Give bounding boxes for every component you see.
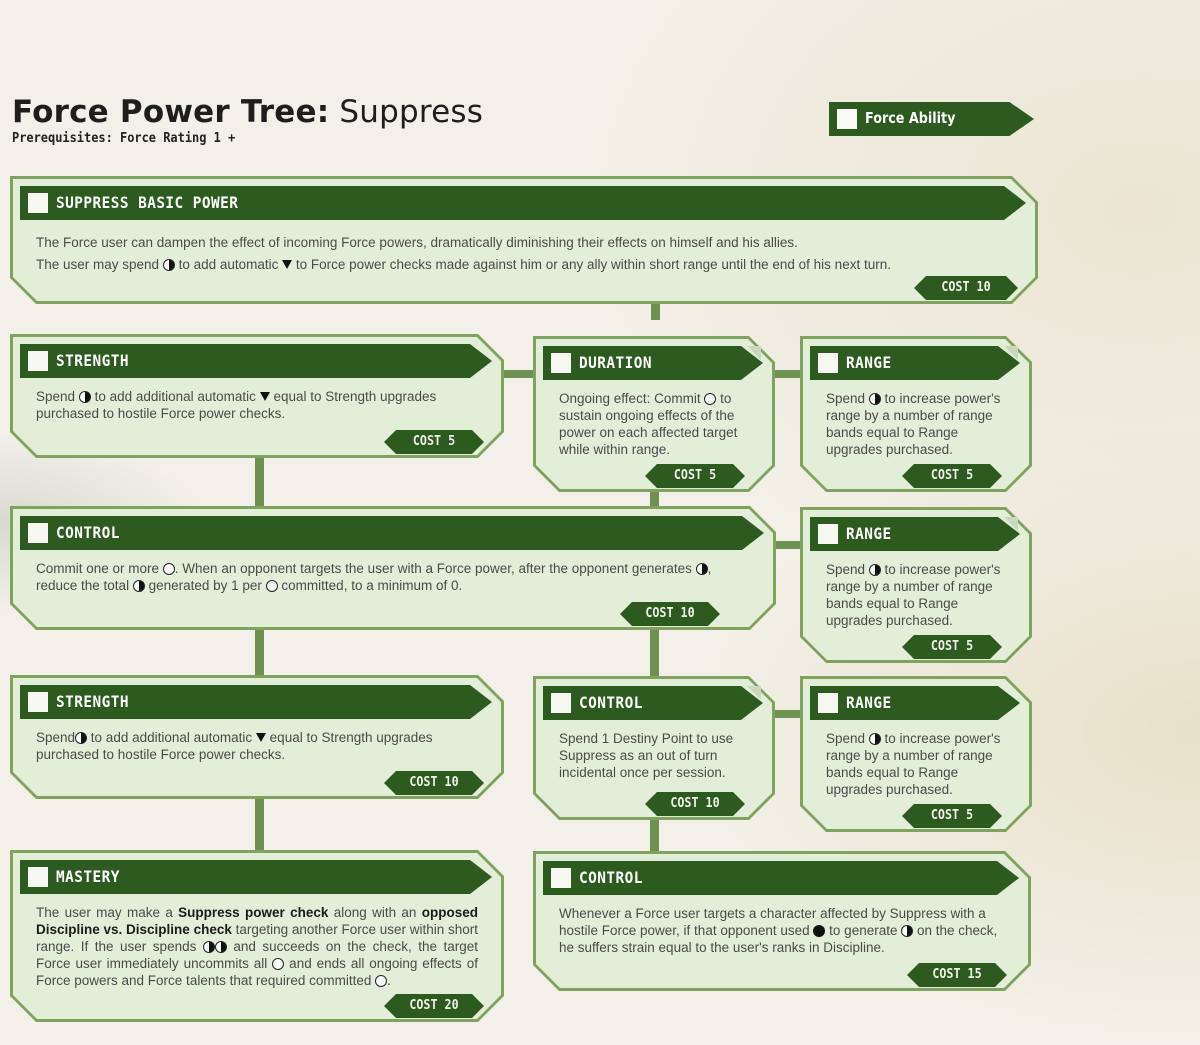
connector — [255, 618, 264, 678]
legend-label: Force Ability — [865, 109, 956, 127]
connector — [651, 296, 660, 320]
connector — [772, 370, 802, 378]
cost-badge: COST 5 — [902, 635, 1002, 659]
checkbox-icon[interactable] — [28, 692, 48, 712]
node-title: STRENGTH — [56, 351, 129, 370]
cost-badge: COST 10 — [620, 602, 720, 626]
connector — [650, 618, 659, 678]
node-description: Commit one or more . When an opponent ta… — [36, 561, 712, 593]
checkbox-icon[interactable] — [551, 693, 571, 713]
connector — [255, 446, 264, 508]
desc-line: The user may spend to add automatic to F… — [36, 257, 891, 272]
node-range-1[interactable]: RANGE Spend to increase power's range by… — [800, 336, 1032, 492]
light-side-icon — [868, 393, 881, 405]
checkbox-icon[interactable] — [28, 523, 48, 543]
light-side-icon — [214, 941, 227, 953]
node-description: Whenever a Force user targets a characte… — [559, 906, 998, 955]
node-title: MASTERY — [56, 867, 120, 886]
desc-line: The Force user can dampen the effect of … — [36, 235, 798, 250]
node-strength-1[interactable]: STRENGTH Spend to add additional automat… — [10, 334, 504, 458]
node-description: Spend 1 Destiny Point to use Suppress as… — [559, 731, 734, 780]
node-title: RANGE — [846, 524, 892, 543]
node-control-2[interactable]: CONTROL Spend 1 Destiny Point to use Sup… — [533, 676, 775, 820]
connector — [772, 541, 802, 549]
page-fold-icon — [747, 346, 761, 360]
node-title: STRENGTH — [56, 692, 129, 711]
light-side-icon — [868, 564, 881, 576]
node-mastery[interactable]: MASTERY The user may make a Suppress pow… — [10, 850, 504, 1022]
failure-icon — [255, 733, 266, 742]
failure-icon — [259, 392, 270, 401]
connector — [650, 480, 659, 508]
connector — [772, 710, 802, 718]
node-title: SUPPRESS BASIC POWER — [56, 193, 239, 212]
node-description: Spend to add additional automatic equal … — [36, 730, 433, 762]
page-fold-icon — [1004, 517, 1018, 531]
checkbox-icon[interactable] — [551, 868, 571, 888]
cost-badge: COST 10 — [914, 276, 1018, 300]
light-side-icon — [162, 259, 175, 271]
legend-force-ability: Force Ability — [829, 102, 1034, 136]
cost-badge: COST 5 — [384, 430, 484, 454]
node-description: The Force user can dampen the effect of … — [36, 232, 1012, 276]
light-side-icon — [202, 941, 215, 953]
node-description: Spend to increase power's range by a num… — [826, 731, 1001, 797]
node-title: DURATION — [579, 353, 652, 372]
page-fold-icon — [747, 686, 761, 700]
checkbox-icon[interactable] — [28, 351, 48, 371]
page-fold-icon — [1004, 346, 1018, 360]
force-pip-icon — [265, 580, 278, 592]
node-duration[interactable]: DURATION Ongoing effect: Commit to susta… — [533, 336, 775, 492]
node-title: RANGE — [846, 693, 892, 712]
light-side-icon — [901, 925, 914, 937]
cost-badge: COST 10 — [384, 771, 484, 795]
dark-side-pip-icon — [813, 925, 826, 937]
checkbox-icon[interactable] — [28, 193, 48, 213]
force-pip-icon — [375, 975, 388, 987]
node-suppress-basic-power[interactable]: SUPPRESS BASIC POWER The Force user can … — [10, 176, 1038, 304]
light-side-icon — [75, 732, 88, 744]
force-pip-icon — [704, 393, 717, 405]
node-title: CONTROL — [579, 693, 643, 712]
node-strength-2[interactable]: STRENGTH Spend to add additional automat… — [10, 675, 504, 799]
light-side-icon — [78, 391, 91, 403]
node-title: RANGE — [846, 353, 892, 372]
cost-badge: COST 5 — [645, 464, 745, 488]
prerequisites: Prerequisites: Force Rating 1 + — [12, 131, 236, 146]
title-bold: Force Power Tree: — [12, 94, 330, 130]
force-pip-icon — [162, 563, 175, 575]
node-range-2[interactable]: RANGE Spend to increase power's range by… — [800, 507, 1032, 663]
page-title: Force Power Tree: Suppress — [12, 94, 483, 130]
cost-badge: COST 5 — [902, 464, 1002, 488]
checkbox-icon[interactable] — [551, 353, 571, 373]
node-range-3[interactable]: RANGE Spend to increase power's range by… — [800, 676, 1032, 832]
cost-badge: COST 15 — [907, 963, 1007, 987]
light-side-icon — [868, 733, 881, 745]
title-power-name: Suppress — [339, 94, 484, 130]
failure-icon — [282, 260, 293, 269]
node-control-3[interactable]: CONTROL Whenever a Force user targets a … — [533, 851, 1031, 991]
connector — [650, 808, 659, 852]
cost-badge: COST 10 — [645, 792, 745, 816]
checkbox-icon[interactable] — [818, 353, 838, 373]
node-description: Spend to increase power's range by a num… — [826, 391, 1001, 457]
checkbox-icon[interactable] — [28, 867, 48, 887]
node-control-1[interactable]: CONTROL Commit one or more . When an opp… — [10, 506, 776, 630]
force-pip-icon — [272, 958, 285, 970]
cost-badge: COST 5 — [902, 804, 1002, 828]
connector — [500, 370, 535, 378]
connector — [255, 788, 264, 852]
checkbox-icon[interactable] — [818, 524, 838, 544]
cost-badge: COST 20 — [384, 994, 484, 1018]
node-description: Ongoing effect: Commit to sustain ongoin… — [559, 391, 738, 457]
checkbox-icon — [837, 109, 857, 129]
checkbox-icon[interactable] — [818, 693, 838, 713]
light-side-icon — [695, 563, 708, 575]
node-description: Spend to increase power's range by a num… — [826, 562, 1001, 628]
node-description: The user may make a Suppress power check… — [36, 905, 479, 988]
node-title: CONTROL — [56, 523, 120, 542]
node-title: CONTROL — [579, 868, 643, 887]
light-side-icon — [132, 580, 145, 592]
node-description: Spend to add additional automatic equal … — [36, 389, 437, 421]
